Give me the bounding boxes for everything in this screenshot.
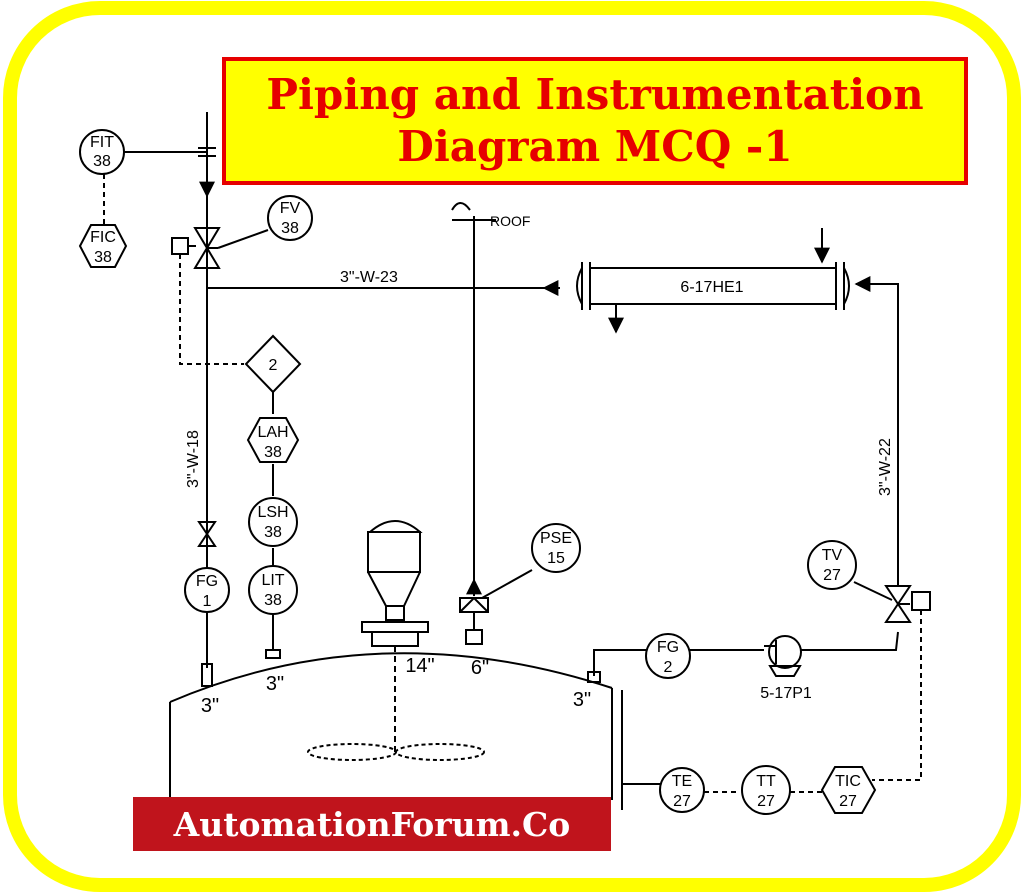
lsh38-tag: LSH	[257, 504, 288, 521]
tt27-bubble	[741, 765, 791, 815]
tic27-tag: TIC	[835, 773, 861, 790]
title-banner: Piping and Instrumentation Diagram MCQ -…	[222, 57, 968, 185]
brand-banner: AutomationForum.Co	[133, 797, 611, 851]
interlock-number: 2	[269, 357, 278, 374]
lah38-tag: LAH	[257, 424, 288, 441]
lah38-number: 38	[264, 444, 282, 461]
title-line-1: Piping and Instrumentation	[266, 70, 924, 119]
pse15-number: 15	[547, 550, 565, 567]
lit38-number: 38	[264, 592, 282, 609]
tt27-tag: TT	[756, 773, 776, 790]
te27-tag: TE	[672, 773, 692, 790]
tv27-number: 27	[823, 567, 841, 584]
tv27-bubble	[807, 540, 857, 590]
fit38-bubble	[79, 129, 125, 175]
lit38-tag: LIT	[261, 572, 284, 589]
fg2-tag: FG	[657, 639, 679, 656]
fv38-number: 38	[281, 220, 299, 237]
fic38-number: 38	[94, 249, 112, 266]
fit38-number: 38	[93, 153, 111, 170]
fit38-tag: FIT	[90, 134, 114, 151]
fic38-tag: FIC	[90, 229, 116, 246]
line-w23-label: 3"-W-23	[340, 269, 398, 286]
fg2-number: 2	[664, 659, 673, 676]
nozzle-hopper-size: 14"	[405, 655, 434, 677]
lsh38-bubble	[248, 497, 298, 547]
tt27-number: 27	[757, 793, 775, 810]
te27-bubble	[659, 767, 705, 813]
lah38-bubble	[246, 417, 300, 463]
pse15-tag: PSE	[540, 530, 572, 547]
roof-label: ROOF	[490, 213, 530, 229]
line-w22-label: 3"-W-22	[877, 438, 894, 496]
exchanger-label: 6-17HE1	[680, 279, 743, 296]
title-line-2: Diagram MCQ -1	[397, 122, 793, 171]
fic38-bubble	[78, 224, 128, 268]
te27-number: 27	[673, 793, 691, 810]
nozzle-fg1-size: 3"	[201, 695, 219, 717]
nozzle-pse-size: 6"	[471, 657, 489, 679]
fv38-bubble	[267, 195, 313, 241]
fg1-bubble	[184, 567, 230, 613]
lsh38-number: 38	[264, 524, 282, 541]
lit38-bubble	[248, 565, 298, 615]
fv38-tag: FV	[280, 200, 301, 217]
fg1-tag: FG	[196, 573, 218, 590]
fg1-number: 1	[203, 593, 212, 610]
line-w18-label: 3"-W-18	[185, 430, 202, 488]
nozzle-lit-size: 3"	[266, 673, 284, 695]
pse15-bubble	[531, 523, 581, 573]
nozzle-fg2-size: 3"	[573, 689, 591, 711]
tv27-tag: TV	[822, 547, 843, 564]
tic27-number: 27	[839, 793, 857, 810]
fg2-bubble	[645, 633, 691, 679]
pump-label: 5-17P1	[760, 685, 812, 702]
tic27-bubble	[820, 766, 877, 814]
